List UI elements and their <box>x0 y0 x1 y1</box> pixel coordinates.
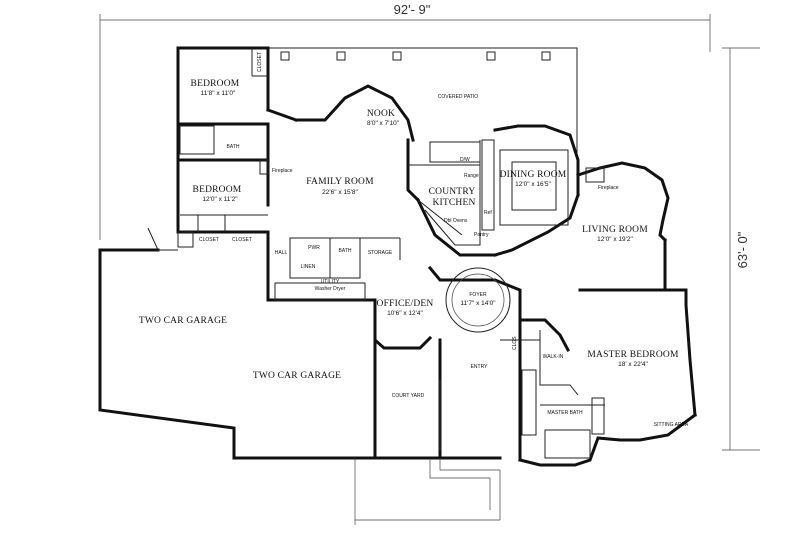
kitchen-ovens-label: Dbl Ovens <box>444 218 468 224</box>
overall-depth-label: 63'- 0" <box>735 231 750 268</box>
pwr-label: PWR <box>308 245 320 251</box>
nook-size: 8'0" x 7'10" <box>367 120 400 127</box>
office-den-label: OFFICE/DEN <box>377 299 434 309</box>
kitchen-ref-label: Ref <box>484 210 492 216</box>
kitchen-pantry-label: Pantry <box>474 232 489 238</box>
closet-entry-label: CLOS <box>512 336 518 350</box>
exterior-walls <box>98 46 698 467</box>
bedroom-2-size: 12'0" x 11'2" <box>202 196 238 203</box>
kitchen-range-label: Range <box>464 173 479 179</box>
garage-2-label: TWO CAR GARAGE <box>253 371 341 381</box>
closet-b-label: CLOSET <box>199 237 219 243</box>
family-room-size: 22'6" x 15'8" <box>322 189 358 196</box>
family-room-label: FAMILY ROOM <box>306 177 374 187</box>
dining-room-label: DINING ROOM <box>500 170 567 180</box>
kitchen-dw-label: D/W <box>460 157 470 163</box>
bedroom-1-label: BEDROOM <box>191 79 240 89</box>
foyer-size: 11'7" x 14'0" <box>460 300 496 307</box>
utility-appliances-label: Washer Dryer <box>315 286 346 292</box>
dimension-lines <box>99 14 760 451</box>
foyer-label: FOYER <box>469 292 487 298</box>
garage-1-label: TWO CAR GARAGE <box>139 316 227 326</box>
master-bedroom-size: 18' x 22'4" <box>618 361 648 368</box>
master-bath-label: MASTER BATH <box>547 410 583 416</box>
patio-outline <box>268 47 578 165</box>
bath-label: BATH <box>227 144 240 150</box>
court-yard-label: COURT YARD <box>392 393 425 399</box>
nook-label: NOOK <box>367 109 395 119</box>
sitting-area-label: SITTING AREA <box>654 422 689 428</box>
hall-label: HALL <box>275 250 288 256</box>
patio-columns <box>280 51 551 61</box>
front-steps <box>354 380 501 525</box>
closet-a-label: CLOSET <box>257 52 263 72</box>
bedroom-1-size: 11'8" x 11'0" <box>201 90 236 97</box>
overall-width-label: 92'- 9" <box>394 2 431 17</box>
kitchen-label-line1: COUNTRY <box>429 187 476 197</box>
entry-label: ENTRY <box>471 364 489 370</box>
interior-walls <box>147 48 605 459</box>
covered-patio-label: COVERED PATIO <box>438 94 478 100</box>
living-room-label: LIVING ROOM <box>582 225 648 235</box>
linen-label: LINEN <box>301 264 316 270</box>
walk-in-label: WALK-IN <box>543 354 564 360</box>
bath-2-label: BATH <box>339 248 352 254</box>
utility-label: UTILITY <box>321 279 340 285</box>
living-room-size: 12'0" x 19'2" <box>597 236 633 243</box>
kitchen-label-line2: KITCHEN <box>432 198 475 208</box>
bedroom-2-label: BEDROOM <box>193 185 242 195</box>
storage-label: STORAGE <box>368 250 393 256</box>
fireplace-family-label: Fireplace <box>272 168 293 174</box>
fireplace-living-label: Fireplace <box>598 185 619 191</box>
closet-c-label: CLOSET <box>232 237 252 243</box>
master-bedroom-label: MASTER BEDROOM <box>587 350 679 360</box>
dining-room-size: 12'0" x 16'5" <box>515 181 551 188</box>
office-den-size: 10'6" x 12'4" <box>387 310 423 317</box>
